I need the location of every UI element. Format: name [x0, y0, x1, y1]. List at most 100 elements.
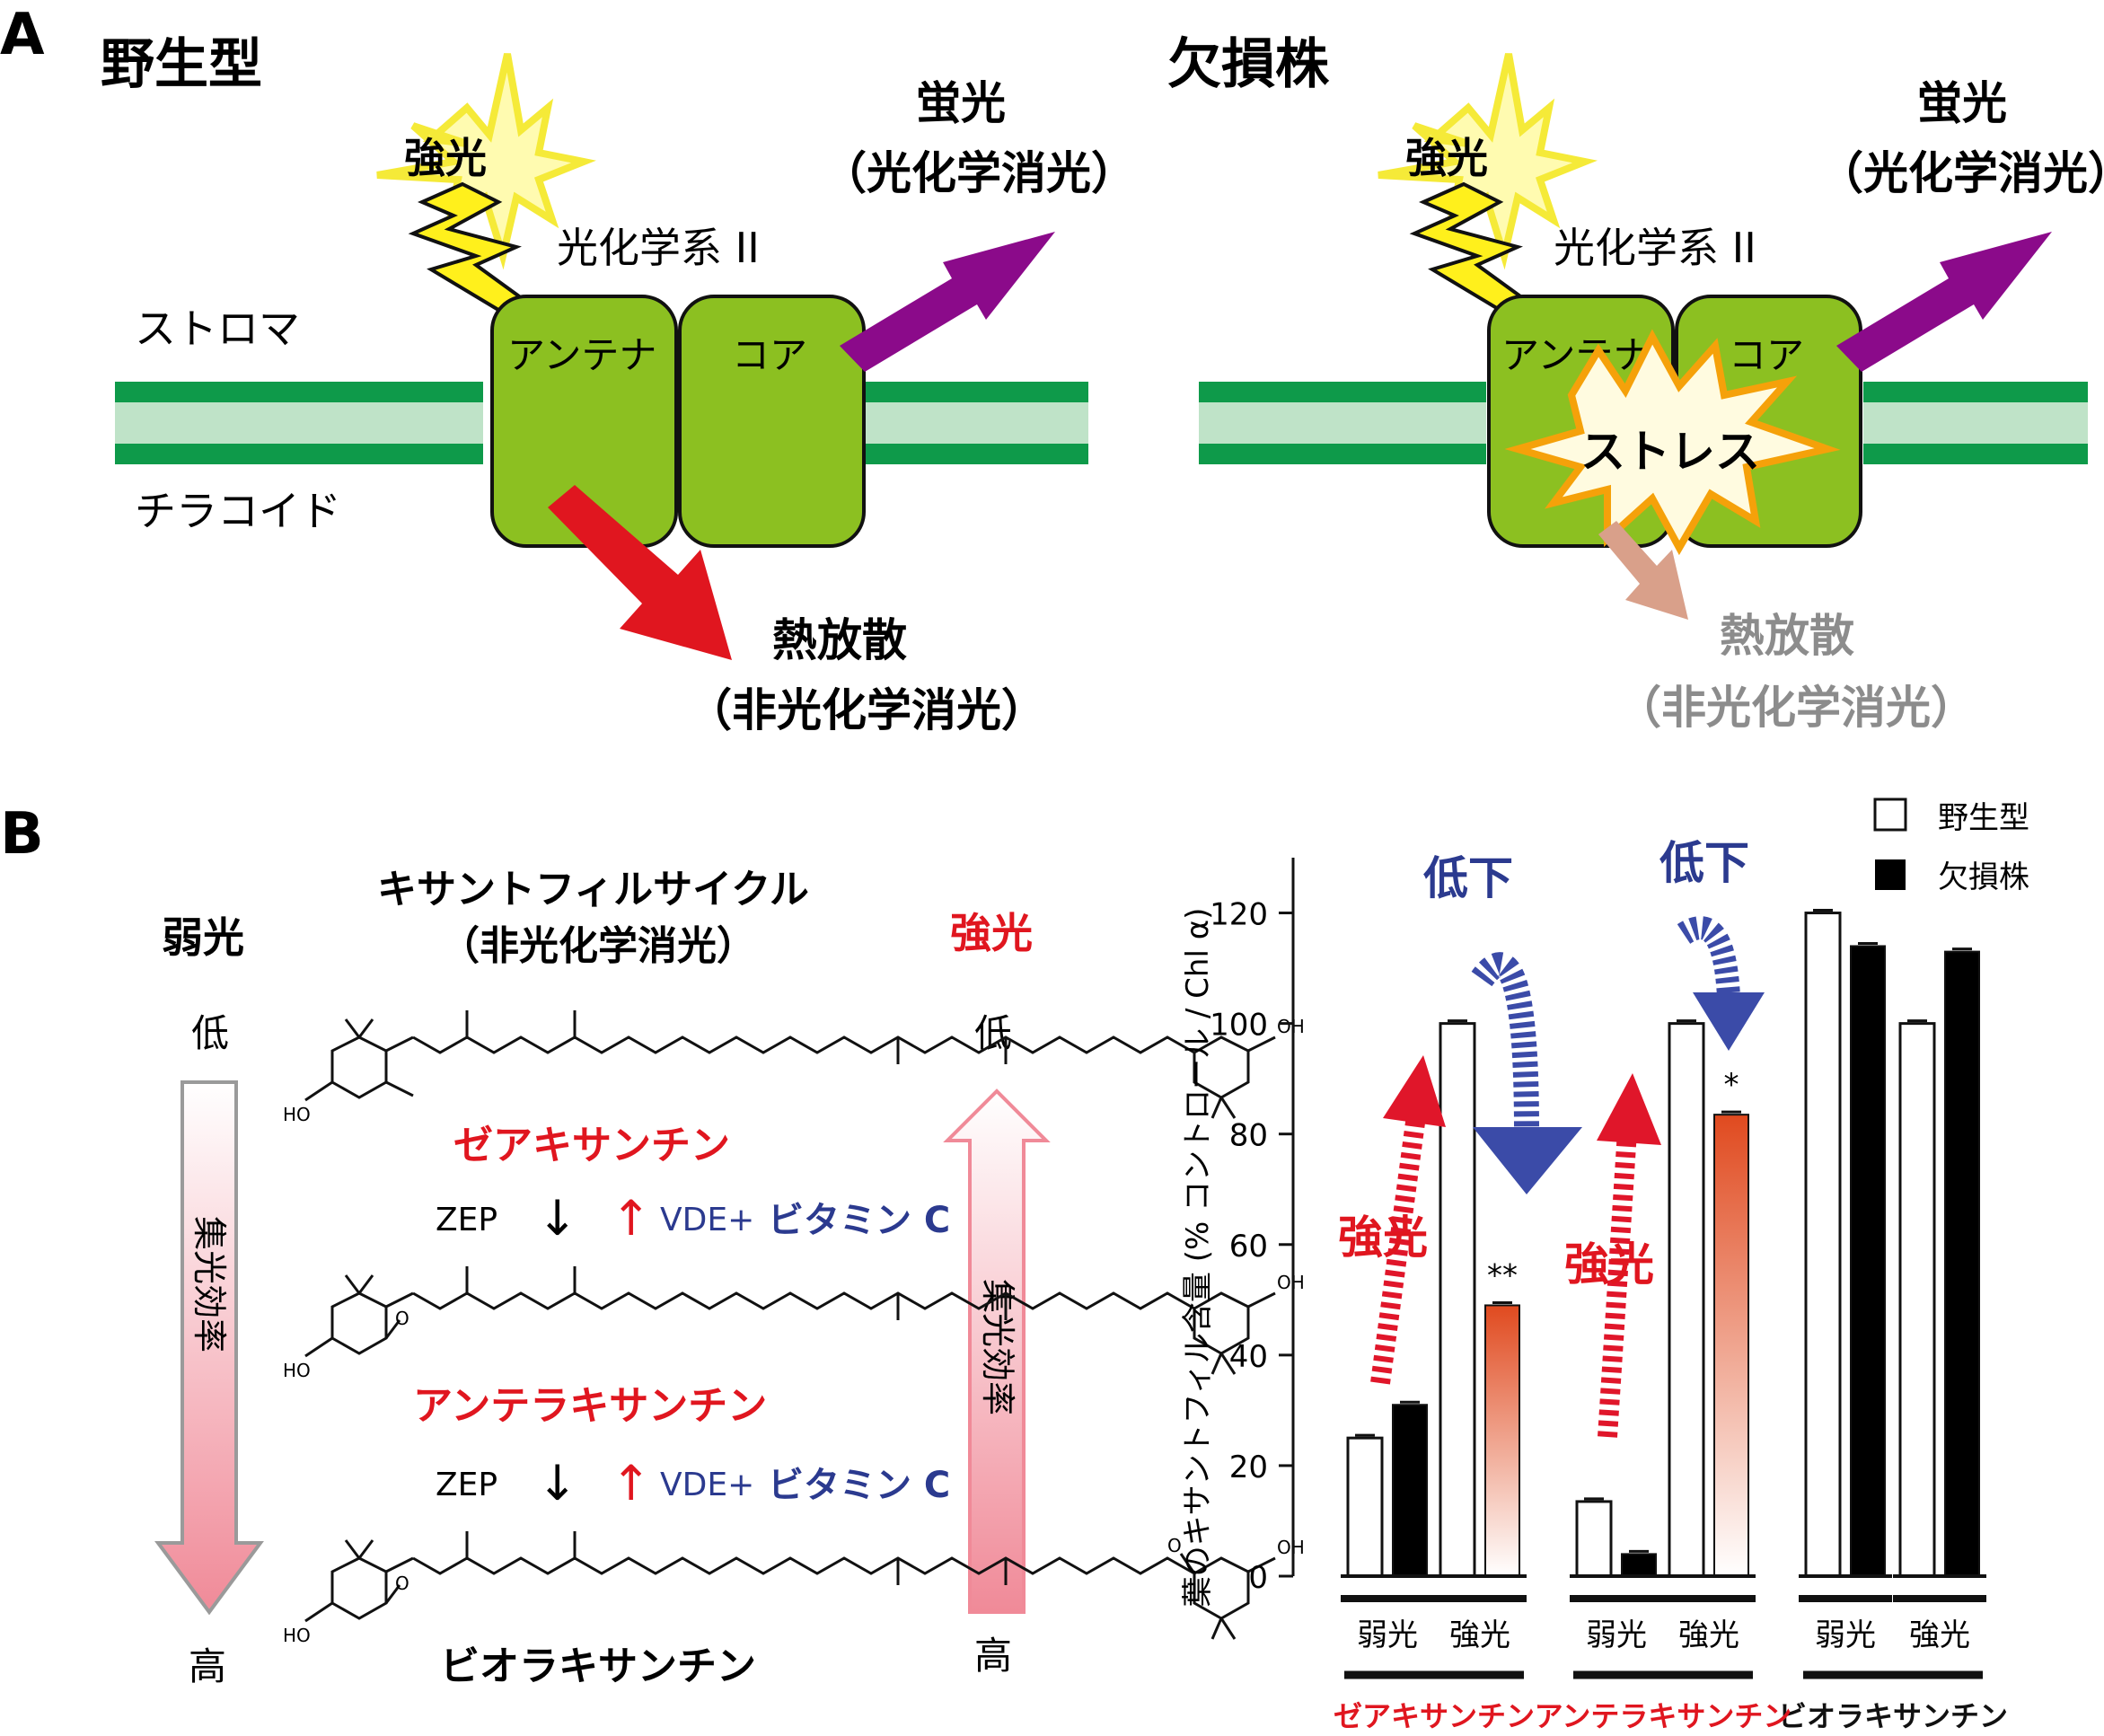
mutant-heat-arrow: [1598, 521, 1688, 620]
bar-mutant: [1621, 1553, 1657, 1578]
antheraxanthin-label: アンテラキサンチン: [413, 1383, 767, 1429]
bar-wild: [1575, 1500, 1613, 1578]
zeaxanthin-oh: OH: [1277, 1016, 1305, 1037]
bar-wild: [1804, 912, 1842, 1578]
condition-label: 弱光: [1815, 1617, 1876, 1653]
mutant-stress-label: ストレス: [1580, 426, 1760, 478]
high-right-label: 高: [974, 1634, 1012, 1678]
strong-light-label: 強光: [950, 909, 1033, 957]
significance-mark: **: [1487, 1257, 1518, 1293]
wild-type-diagram: 野生型 強光 光化学系 II ストロマ チラコイド アンテナ コア 蛍光 （光化…: [101, 33, 1136, 736]
wild-membrane-left: [115, 382, 483, 464]
y-tick-label: 0: [1248, 1560, 1268, 1596]
mutant-antenna-label: アンテナ: [1501, 333, 1651, 377]
vde-label-1: VDE+: [660, 1202, 754, 1238]
y-tick-label: 40: [1229, 1339, 1268, 1375]
violaxanthin-o-right: O: [1167, 1535, 1182, 1556]
legend-wild-label: 野生型: [1938, 800, 2029, 836]
cycle-title: キサントフィルサイクル: [377, 867, 809, 912]
wild-type-title: 野生型: [101, 33, 262, 96]
bar-wild: [1346, 1436, 1384, 1578]
mutant-membrane-left: [1199, 382, 1486, 464]
violaxanthin-o-left: O: [395, 1573, 409, 1594]
significance-mark: *: [1724, 1067, 1739, 1103]
efficiency-left-label: 集光効率: [189, 1216, 229, 1353]
vde-label-2: VDE+: [660, 1467, 754, 1503]
decrease-arrow-1: [1471, 952, 1582, 1194]
xanthophyll-cycle: 弱光 強光 低 高 低 高 集光効率 集光効率 キサントフィルサイクル （非光化…: [154, 867, 1305, 1689]
up-arrow-2: ↑: [611, 1455, 651, 1511]
mutant-strong-light-label: 強光: [1405, 134, 1488, 182]
zep-label-2: ZEP: [436, 1467, 497, 1503]
decrease-arrow-2: [1677, 916, 1765, 1051]
wild-strong-light-label: 強光: [404, 134, 487, 182]
mutant-photochemical-label: （光化学消光）: [1818, 147, 2104, 199]
y-tick-label: 60: [1229, 1229, 1268, 1265]
wild-heat-label: 熱放散: [772, 614, 907, 666]
condition-label: 弱光: [1357, 1617, 1418, 1653]
zep-label-1: ZEP: [436, 1202, 497, 1238]
mutant-stress-burst: [1504, 329, 1841, 556]
condition-label: 弱光: [1586, 1617, 1647, 1653]
decrease-label-2: 低下: [1659, 837, 1749, 889]
wild-antenna-label: アンテナ: [507, 333, 656, 377]
violaxanthin-oh: OH: [1277, 1537, 1305, 1558]
antheraxanthin-oh: OH: [1277, 1272, 1305, 1293]
weak-light-label: 弱光: [162, 913, 244, 962]
cycle-subtitle: （非光化学消光）: [440, 923, 756, 969]
down-arrow-2: ↓: [537, 1455, 577, 1511]
zeaxanthin-ho: HO: [283, 1104, 311, 1125]
condition-label: 強光: [1909, 1617, 1970, 1653]
y-tick-label: 100: [1210, 1008, 1268, 1044]
antheraxanthin-ho: HO: [283, 1360, 311, 1381]
wild-antenna-box: [490, 295, 678, 548]
wild-thylakoid-label: チラコイド: [135, 487, 341, 535]
violaxanthin-label: ビオラキサンチン: [440, 1643, 756, 1689]
mutant-fluorescence-label: 蛍光: [1917, 77, 2007, 129]
wild-npq-label: （非光化学消光）: [687, 684, 1046, 736]
wild-stroma-label: ストロマ: [135, 304, 300, 353]
legend-mutant-label: 欠損株: [1938, 859, 2029, 895]
down-arrow-1: ↓: [537, 1190, 577, 1247]
efficiency-down-arrow: [154, 1080, 264, 1616]
strong-light-burst: [376, 53, 596, 270]
efficiency-right-label: 集光効率: [978, 1279, 1017, 1415]
group-label: ゼアキサンチン: [1334, 1699, 1535, 1733]
zeaxanthin-structure: [304, 1010, 1276, 1119]
bar-mutant: [1484, 1304, 1520, 1577]
bar-wild: [1439, 1022, 1476, 1578]
wild-heat-arrow: [548, 485, 732, 660]
wild-core-label: コア: [732, 333, 807, 377]
violaxanthin-structure: [304, 1531, 1276, 1640]
antheraxanthin-o: O: [395, 1308, 409, 1329]
group-label: アンテラキサンチン: [1535, 1699, 1792, 1733]
mutant-heat-label: 熱放散: [1720, 610, 1854, 662]
xanthophyll-bar-chart: ビオラキサンチンアンテラキサンチンゼアキサンチン強光弱光強光*弱光強光**弱光1…: [1180, 798, 2029, 1733]
wild-photochemical-label: （光化学消光）: [822, 147, 1136, 199]
condition-label: 強光: [1449, 1617, 1510, 1653]
increase-label-2: 強光: [1564, 1238, 1654, 1291]
y-tick-label: 120: [1210, 897, 1268, 933]
chart-annotations: 強光 強光 低下 低下: [1338, 837, 1765, 1438]
increase-arrow-1: [1370, 1055, 1446, 1385]
vitc-label-2: ビタミン C: [768, 1465, 950, 1506]
wild-fluorescence-arrow: [840, 232, 1055, 372]
bar-mutant: [1944, 950, 1980, 1577]
mutant-diagram: 欠損株 強光 光化学系 II アンテナ コア ストレス 蛍光 （光化学消光） 熱…: [1167, 33, 2104, 734]
bar-wild: [1898, 1022, 1936, 1578]
increase-arrow-2: [1597, 1073, 1661, 1438]
condition-label: 強光: [1678, 1617, 1739, 1653]
bar-mutant: [1392, 1404, 1428, 1577]
mutant-npq-label: （非光化学消光）: [1616, 682, 1976, 734]
mutant-core-label: コア: [1729, 333, 1804, 377]
wild-psii-label: 光化学系 II: [557, 224, 760, 272]
panel-b-label: B: [0, 801, 44, 868]
high-left-label: 高: [189, 1644, 226, 1688]
legend-wild-swatch: [1873, 798, 1907, 832]
mutant-title: 欠損株: [1167, 33, 1330, 96]
violaxanthin-ho: HO: [283, 1625, 311, 1646]
bar-mutant: [1850, 945, 1886, 1577]
mutant-fluorescence-arrow: [1836, 232, 2052, 372]
mutant-strong-light-burst: [1378, 53, 1598, 270]
